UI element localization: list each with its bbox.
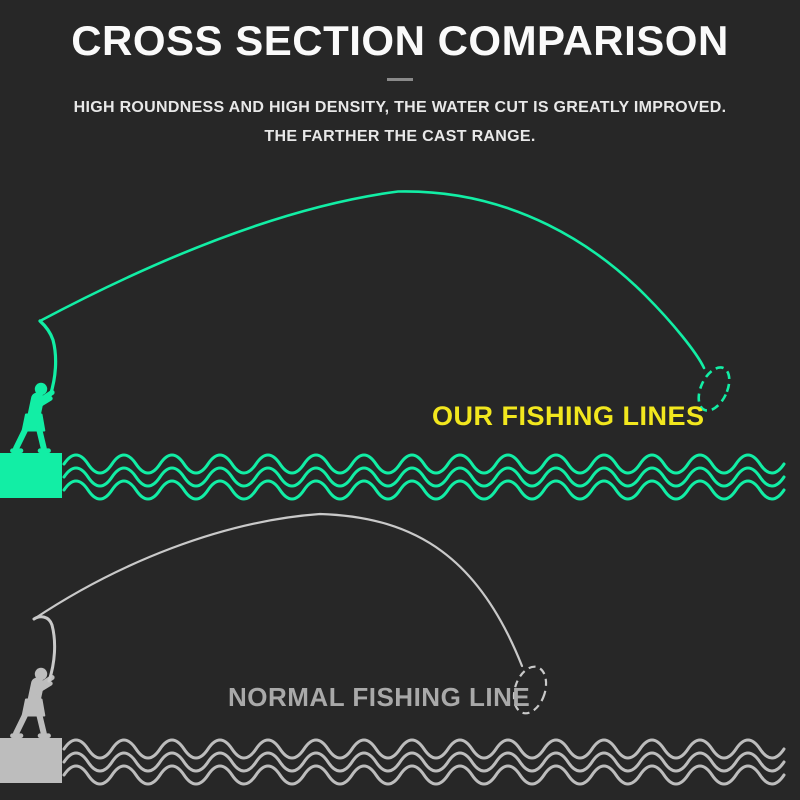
our-section <box>0 190 786 501</box>
title-divider <box>387 78 413 81</box>
fishing-rod <box>38 319 58 398</box>
our-lure-icon <box>697 366 731 412</box>
water-waves-green-icon <box>62 453 786 501</box>
subtitle-line-1: HIGH ROUNDNESS AND HIGH DENSITY, THE WAT… <box>73 99 727 116</box>
normal-lure-icon <box>512 665 548 715</box>
normal-fishing-line-label: NORMAL FISHING LINE <box>228 682 531 712</box>
fishing-rod <box>32 615 57 683</box>
normal-line-arc <box>32 512 524 668</box>
subtitle-line-2: THE FARTHER THE CAST RANGE. <box>264 128 536 145</box>
normal-section <box>0 512 786 786</box>
page-title: CROSS SECTION COMPARISON <box>71 17 729 64</box>
water-waves-gray-icon <box>62 738 786 786</box>
our-line-arc <box>38 190 706 370</box>
fisherman-icon <box>0 668 62 783</box>
our-fishing-lines-label: OUR FISHING LINES <box>432 401 705 431</box>
fisherman-icon <box>0 383 62 498</box>
